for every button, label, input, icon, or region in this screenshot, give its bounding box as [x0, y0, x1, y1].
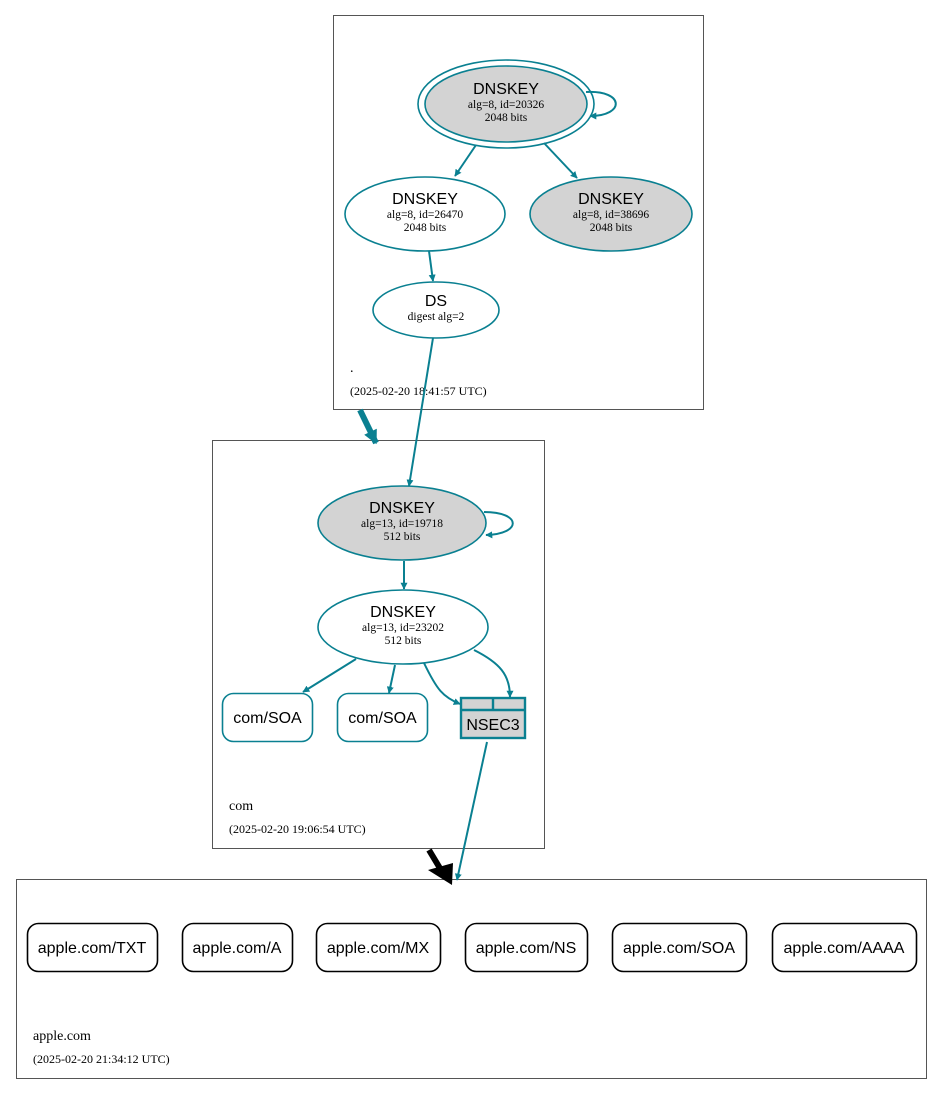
dnskey-root-zsk1[interactable]: DNSKEY alg=8, id=26470 2048 bits: [344, 176, 506, 252]
rrset-apple-label: apple.com/AAAA: [784, 940, 905, 957]
edge-com-zsk-nsec3-a: [423, 662, 461, 705]
dnskey-com-zsk[interactable]: DNSKEY alg=13, id=23202 512 bits: [317, 589, 489, 665]
rrset-apple-soa[interactable]: apple.com/SOA: [611, 922, 748, 973]
dnskey-com-zsk-id: alg=13, id=23202: [362, 622, 444, 634]
dnskey-root-zsk2-title: DNSKEY: [578, 191, 644, 208]
zone-apple: apple.com (2025-02-20 21:34:12 UTC): [16, 879, 927, 1079]
rrset-apple-mx[interactable]: apple.com/MX: [315, 922, 442, 973]
rrset-com-soa-1[interactable]: com/SOA: [221, 692, 314, 743]
edge-root-ksk-zsk2: [543, 142, 578, 179]
rrset-apple-label: apple.com/A: [193, 940, 282, 957]
dnskey-com-ksk-id: alg=13, id=19718: [361, 518, 443, 530]
zone-apple-timestamp: (2025-02-20 21:34:12 UTC): [33, 1052, 170, 1066]
rrset-com-soa-2-label: com/SOA: [348, 710, 417, 727]
dnskey-com-ksk[interactable]: DNSKEY alg=13, id=19718 512 bits: [317, 485, 487, 561]
nsec3-record[interactable]: NSEC3: [459, 696, 527, 740]
zone-root: . (2025-02-20 18:41:57 UTC): [333, 15, 704, 410]
dnskey-root-zsk2-id: alg=8, id=38696: [573, 209, 649, 221]
apple-records: apple.com/TXT apple.com/A apple.com/MX appl…: [26, 922, 918, 973]
ds-digest: digest alg=2: [408, 311, 465, 323]
zone-apple-name: apple.com: [33, 1029, 91, 1044]
dnskey-root-zsk2[interactable]: DNSKEY alg=8, id=38696 2048 bits: [529, 176, 693, 252]
rrset-apple-txt[interactable]: apple.com/TXT: [26, 922, 159, 973]
zone-com-timestamp: (2025-02-20 19:06:54 UTC): [229, 822, 366, 836]
rrset-apple-aaaa[interactable]: apple.com/AAAA: [771, 922, 918, 973]
dnskey-root-zsk2-bits: 2048 bits: [590, 222, 633, 234]
delegation-arrow-com-apple: [426, 848, 453, 885]
edge-com-zsk-soa1: [302, 658, 357, 693]
zone-root-timestamp: (2025-02-20 18:41:57 UTC): [350, 384, 487, 398]
delegation-arrow-root-com: [357, 408, 379, 445]
zone-com-name: com: [229, 799, 253, 814]
edge-ds-com-ksk: [406, 337, 434, 487]
rrset-apple-a[interactable]: apple.com/A: [181, 922, 294, 973]
dnskey-com-ksk-bits: 512 bits: [384, 531, 421, 543]
dnskey-root-zsk1-bits: 2048 bits: [404, 222, 447, 234]
rrset-apple-label: apple.com/TXT: [38, 940, 147, 957]
rrset-apple-label: apple.com/MX: [327, 940, 430, 957]
dnskey-root-ksk-bits: 2048 bits: [485, 112, 528, 124]
edge-com-ksk-self: [483, 511, 514, 539]
nsec3-label: NSEC3: [466, 717, 519, 734]
rrset-apple-label: apple.com/SOA: [623, 940, 735, 957]
edge-com-zsk-nsec3-b: [473, 649, 514, 698]
dnskey-root-zsk1-title: DNSKEY: [392, 191, 458, 208]
dnskey-root-ksk[interactable]: DNSKEY alg=8, id=20326 2048 bits: [417, 59, 595, 149]
zone-root-name: .: [350, 361, 354, 376]
zone-com: com (2025-02-20 19:06:54 UTC): [212, 440, 545, 849]
ds-record[interactable]: DS digest alg=2: [372, 281, 500, 339]
edge-root-ksk-self: [585, 90, 617, 120]
dnskey-root-zsk1-id: alg=8, id=26470: [387, 209, 463, 221]
dnskey-root-ksk-title: DNSKEY: [473, 81, 539, 98]
rrset-apple-label: apple.com/NS: [476, 940, 577, 957]
rrset-com-soa-1-label: com/SOA: [233, 710, 302, 727]
edge-nsec3-apple: [454, 741, 488, 881]
dnskey-com-zsk-bits: 512 bits: [385, 635, 422, 647]
edge-zsk1-ds: [428, 250, 436, 282]
dnskey-com-ksk-title: DNSKEY: [369, 500, 435, 517]
ds-title: DS: [425, 293, 447, 310]
edge-root-ksk-zsk1: [454, 144, 477, 177]
dnskey-com-zsk-title: DNSKEY: [370, 604, 436, 621]
rrset-apple-ns[interactable]: apple.com/NS: [464, 922, 589, 973]
dnskey-root-ksk-id: alg=8, id=20326: [468, 99, 544, 111]
edges: [302, 90, 617, 881]
rrset-com-soa-2[interactable]: com/SOA: [336, 692, 429, 743]
edge-com-zsk-soa2: [386, 664, 396, 694]
